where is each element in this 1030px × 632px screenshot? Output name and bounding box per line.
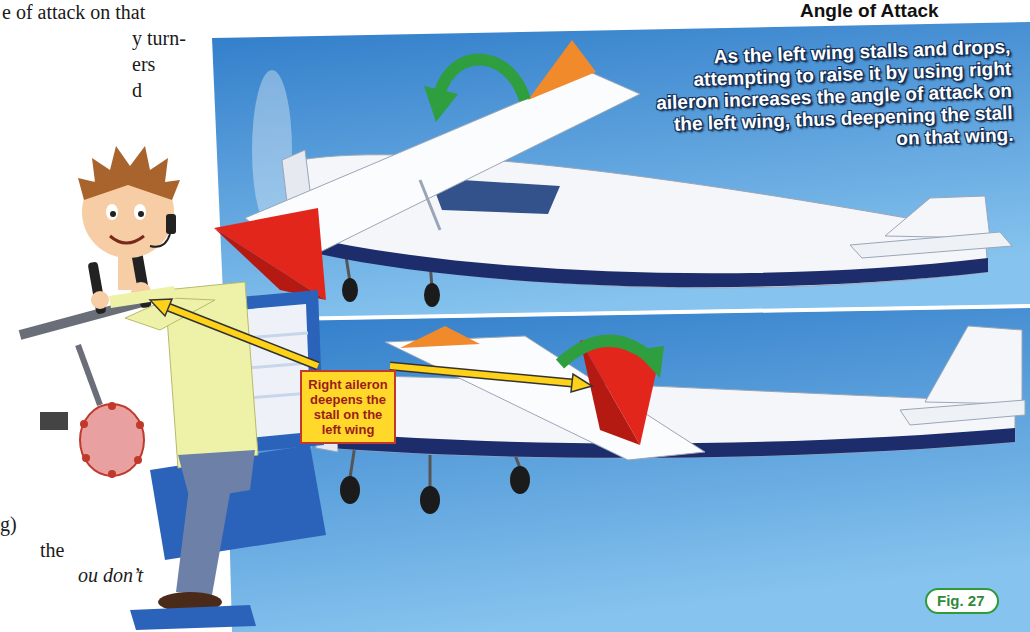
node-text: Fig. 27 <box>937 592 985 610</box>
body-text: e of attack on that <box>2 0 145 24</box>
body-text: ou don’t <box>78 563 143 587</box>
heading: Angle of Attack <box>800 0 939 22</box>
callout-text: As the left wing stalls and drops, attem… <box>650 36 1014 158</box>
pilot-figure <box>20 146 326 630</box>
body-text: g) <box>0 512 17 536</box>
figure-number: Fig. 27 <box>925 588 999 614</box>
divider <box>224 306 1030 320</box>
callout-box: Right aileron deepens the stall on the l… <box>300 370 396 444</box>
node-text: Right aileron deepens the stall on the l… <box>306 377 390 437</box>
body-text: d <box>132 78 142 102</box>
body-text: ers <box>132 52 155 76</box>
airplane-bottom <box>282 326 1025 514</box>
sky-panel <box>224 308 1030 632</box>
sky-panel <box>212 22 1030 318</box>
leader-arrow <box>390 366 592 392</box>
leader-arrow <box>150 299 318 366</box>
body-text: the <box>40 538 64 562</box>
body-text: y turn- <box>132 26 186 50</box>
